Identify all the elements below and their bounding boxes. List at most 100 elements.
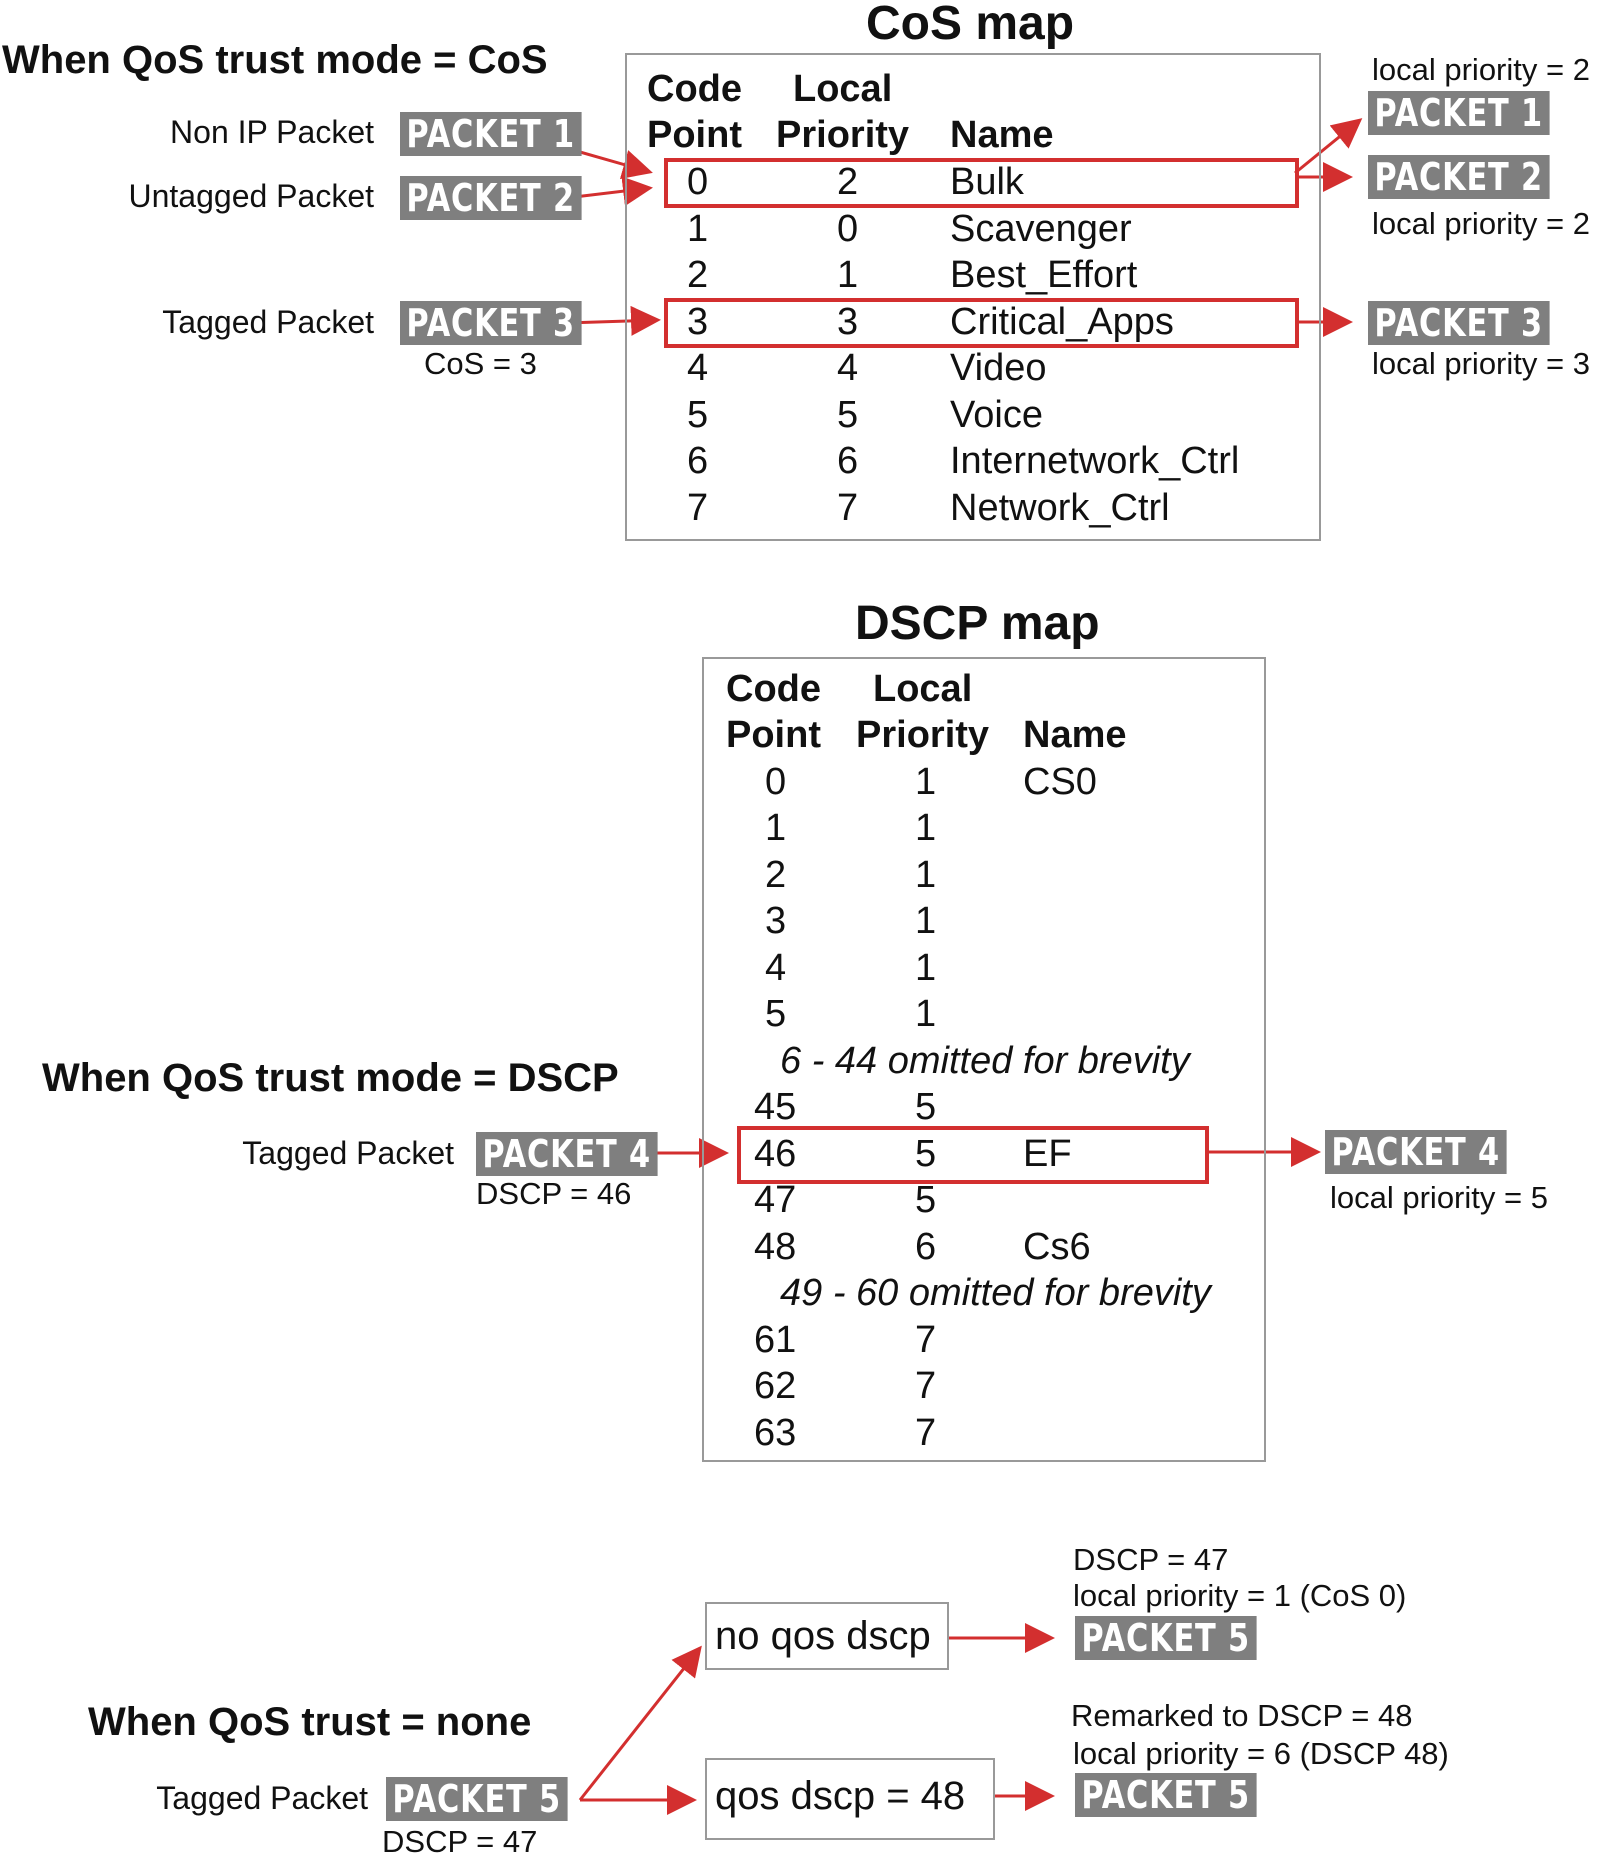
cos-row-priority: 7: [837, 487, 859, 529]
qos-dscp-48-label: qos dscp = 48: [715, 1774, 966, 1818]
dscp-row-code: 1: [765, 807, 787, 849]
input-label-tagged-dscp: Tagged Packet: [242, 1135, 454, 1171]
cos-highlight-row-0: [664, 158, 1299, 208]
dscp-row-priority: 1: [915, 761, 937, 803]
dscp-row-priority: 1: [915, 947, 937, 989]
cos-row-name: Voice: [950, 394, 1043, 436]
input-label-untagged: Untagged Packet: [128, 178, 375, 214]
cos-map-box: [625, 53, 1321, 541]
cos-output-2-note: local priority = 2: [1372, 206, 1590, 241]
cos-row-code: 4: [687, 347, 709, 389]
no-dscp-output-note-1: DSCP = 47: [1073, 1542, 1229, 1577]
dscp-header-name: Name: [1023, 714, 1127, 756]
packet-1-input: PACKET 1: [400, 112, 582, 156]
dscp-header-local-1: Local: [873, 668, 973, 710]
cos-row-code: 2: [687, 254, 709, 296]
cos-header-local-2: Priority: [776, 114, 910, 156]
dscp-header-code-1: Code: [726, 668, 821, 710]
no-qos-dscp-box: no qos dscp: [705, 1602, 949, 1670]
dscp-output-note: local priority = 5: [1330, 1180, 1548, 1215]
packet-5-output-set: PACKET 5: [1075, 1773, 1257, 1817]
cos-row-name: Best_Effort: [950, 254, 1138, 296]
cos-output-3-note: local priority = 3: [1372, 346, 1590, 381]
packet-4-output: PACKET 4: [1325, 1130, 1507, 1174]
cos-highlight-row-3: [664, 298, 1299, 348]
dscp-row-name: Cs6: [1023, 1226, 1091, 1268]
cos-row-code: 3: [687, 301, 709, 343]
dscp-highlight-row-46: [737, 1126, 1209, 1184]
dscp-row-code: 0: [765, 761, 787, 803]
dscp-row-code: 62: [754, 1365, 797, 1407]
packet-5-output-no: PACKET 5: [1075, 1616, 1257, 1660]
dscp-row-code: 3: [765, 900, 787, 942]
cos-row-name: Bulk: [950, 161, 1024, 203]
no-qos-dscp-label: no qos dscp: [715, 1614, 931, 1658]
dscp-row-priority: 6: [915, 1226, 937, 1268]
dscp-trust-heading: When QoS trust mode = DSCP: [42, 1056, 619, 1100]
dscp-map-box: [702, 657, 1266, 1462]
dscp-row-code: 63: [754, 1412, 797, 1454]
cos-output-1-note: local priority = 2: [1372, 52, 1590, 87]
none-trust-heading: When QoS trust = none: [88, 1700, 532, 1744]
cos-row-name: Internetwork_Ctrl: [950, 440, 1240, 482]
dscp-omitted-note-1: 6 - 44 omitted for brevity: [780, 1040, 1190, 1082]
cos-row-code: 7: [687, 487, 709, 529]
dscp-row-priority: 5: [915, 1133, 937, 1175]
cos-row-priority: 0: [837, 208, 859, 250]
dscp-row-priority: 1: [915, 854, 937, 896]
arrow-packet5-to-no: [578, 1645, 702, 1801]
cos-row-name: Critical_Apps: [950, 301, 1174, 343]
dscp-row-code: 2: [765, 854, 787, 896]
dscp-row-code: 4: [765, 947, 787, 989]
packet-3-input: PACKET 3: [400, 301, 582, 345]
cos-map-title: CoS map: [866, 0, 1075, 50]
packet-4-input: PACKET 4: [476, 1132, 658, 1176]
arrow-packet3-in: [565, 305, 661, 336]
cos-row-priority: 5: [837, 394, 859, 436]
cos-header-code-1: Code: [647, 68, 742, 110]
qos-dscp-48-box: qos dscp = 48: [705, 1758, 995, 1840]
cos-row-name: Scavenger: [950, 208, 1132, 250]
packet-2-output: PACKET 2: [1368, 155, 1550, 199]
packet-3-cos-note: CoS = 3: [424, 346, 537, 381]
dscp-row-code: 45: [754, 1086, 797, 1128]
cos-header-code-2: Point: [647, 114, 742, 156]
packet-3-output: PACKET 3: [1368, 301, 1550, 345]
cos-row-code: 0: [687, 161, 709, 203]
packet-5-input: PACKET 5: [386, 1777, 568, 1821]
cos-row-code: 5: [687, 394, 709, 436]
dscp-omitted-note-2: 49 - 60 omitted for brevity: [780, 1272, 1211, 1314]
cos-row-code: 1: [687, 208, 709, 250]
set-dscp-output-note-2: local priority = 6 (DSCP 48): [1073, 1736, 1449, 1771]
cos-row-priority: 1: [837, 254, 859, 296]
cos-row-priority: 4: [837, 347, 859, 389]
dscp-row-priority: 1: [915, 900, 937, 942]
dscp-row-code: 47: [754, 1179, 797, 1221]
dscp-row-priority: 1: [915, 993, 937, 1035]
dscp-row-priority: 5: [915, 1179, 937, 1221]
input-label-non-ip: Non IP Packet: [170, 114, 374, 150]
no-dscp-output-note-2: local priority = 1 (CoS 0): [1073, 1578, 1407, 1613]
dscp-row-code: 46: [754, 1133, 797, 1175]
cos-row-name: Video: [950, 347, 1047, 389]
packet-2-input: PACKET 2: [400, 176, 582, 220]
packet-5-dscp-note: DSCP = 47: [382, 1824, 538, 1859]
cos-header-name: Name: [950, 114, 1054, 156]
set-dscp-output-note-1: Remarked to DSCP = 48: [1071, 1698, 1413, 1733]
dscp-row-name: CS0: [1023, 761, 1097, 803]
dscp-row-priority: 7: [915, 1412, 937, 1454]
cos-header-local-1: Local: [793, 68, 893, 110]
dscp-row-code: 5: [765, 993, 787, 1035]
input-label-tagged-none: Tagged Packet: [156, 1780, 368, 1816]
cos-row-priority: 2: [837, 161, 859, 203]
cos-trust-heading-prefix: When QoS trust mode =: [2, 38, 468, 82]
cos-trust-heading: When QoS trust mode = CoS: [2, 40, 548, 80]
dscp-map-title: DSCP map: [855, 597, 1100, 650]
dscp-row-priority: 7: [915, 1319, 937, 1361]
input-label-tagged-cos: Tagged Packet: [162, 304, 374, 340]
arrow-cos-out-1: [1294, 118, 1363, 175]
cos-trust-heading-mode: CoS: [467, 38, 548, 82]
dscp-header-local-2: Priority: [856, 714, 990, 756]
dscp-row-priority: 5: [915, 1086, 937, 1128]
